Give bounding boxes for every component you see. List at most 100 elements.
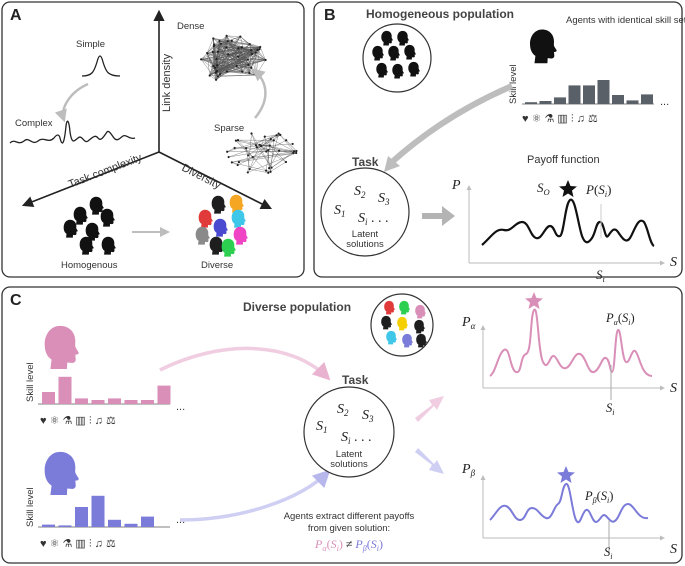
arrow-alpha-to-task <box>159 346 331 381</box>
dense-network-edge <box>217 74 256 77</box>
solution-s1-c: S1 <box>316 419 328 435</box>
payoff-curve-b <box>481 198 655 247</box>
p-beta-si-label: Pβ(Si) <box>584 489 613 505</box>
dense-network <box>200 34 267 81</box>
arrow-task-to-beta <box>415 448 444 474</box>
label-sparse: Sparse <box>214 123 244 134</box>
dense-network-node <box>250 52 254 56</box>
dense-network-edge <box>200 59 217 80</box>
dense-network-node <box>226 40 229 43</box>
dense-network-node <box>240 46 243 49</box>
dense-network-edge <box>217 64 249 77</box>
dense-network-edge <box>201 59 257 76</box>
dense-network-edge <box>206 53 210 76</box>
arrow-task-to-payoff <box>422 206 455 226</box>
dense-network-edge <box>207 38 214 54</box>
sparse-network-node <box>265 150 268 153</box>
dense-network-edge <box>226 35 241 37</box>
dense-network-edge <box>226 36 241 48</box>
dense-network-edge <box>219 50 252 75</box>
skill-bar-b-3 <box>554 97 566 104</box>
axis-task-complexity <box>21 151 160 207</box>
ellipsis-b: ... <box>660 96 669 108</box>
latent-label-b-2: solutions <box>346 239 384 250</box>
skill-bar-b-4 <box>568 85 581 104</box>
dense-network-edge <box>231 40 250 45</box>
dense-network-node <box>225 70 229 73</box>
optimum-star-b <box>559 180 577 197</box>
extract-note-line2: from given solution: <box>308 523 390 534</box>
sparse-network-node <box>255 146 258 149</box>
sparse-network-node <box>268 144 271 147</box>
dense-network-edge <box>213 38 257 76</box>
dense-network-node <box>237 47 240 50</box>
dense-network-node <box>219 42 223 45</box>
dense-network-edge <box>215 65 237 68</box>
latent-label-b-1: Latent <box>352 229 379 240</box>
sparse-network-node <box>236 139 240 142</box>
dense-network-node <box>247 63 250 66</box>
label-homogenous: Homogenous <box>61 260 118 271</box>
sparse-network-edge <box>246 133 279 149</box>
label-diverse: Diverse <box>201 260 233 271</box>
sparse-network <box>226 132 298 174</box>
dense-network-edge <box>213 45 242 48</box>
simple-landscape <box>81 55 121 77</box>
dense-network-node <box>214 66 217 69</box>
sparse-network-edge <box>234 147 297 152</box>
dense-network-node <box>246 58 249 61</box>
dense-network-edge <box>213 53 253 67</box>
skill-bar-b-9 <box>641 94 653 104</box>
dense-network-edge <box>201 53 253 60</box>
dense-network-edge <box>207 35 227 54</box>
dense-network-node <box>230 39 233 42</box>
si-label-b: Si <box>596 267 606 284</box>
dense-network-node <box>227 53 230 56</box>
sparse-network-edge <box>261 140 274 147</box>
optimum-star-beta <box>557 466 575 483</box>
sparse-network-edge <box>261 145 287 163</box>
sparse-network-edge <box>273 140 295 152</box>
label-complex: Complex <box>15 118 53 129</box>
sparse-network-node <box>267 171 270 174</box>
sparse-network-edge <box>264 134 281 137</box>
sparse-network-node <box>233 146 236 150</box>
sparse-network-edge <box>286 140 297 152</box>
sparse-network-node <box>295 149 298 153</box>
solution-si-c: Si . . . <box>341 430 372 446</box>
dense-network-node <box>214 78 218 81</box>
skill-level-label-b: Skill level <box>508 64 519 104</box>
sparse-network-edge <box>228 150 269 158</box>
skill-icons-alpha: ♥ ⚛ ⚗ ▥ ⫶ ♫ ⚖ <box>40 415 116 427</box>
dense-network-node <box>259 45 262 49</box>
sparse-network-edge <box>261 136 265 147</box>
dense-network-edge <box>257 49 266 61</box>
skill-bar-beta-1 <box>42 524 55 527</box>
sparse-network-node <box>246 171 249 174</box>
dense-network-node <box>250 66 253 69</box>
dense-network-edge <box>251 46 261 51</box>
panel-a: A Link density Task complexity Diversity… <box>1 1 305 278</box>
skill-bar-alpha-2 <box>58 376 72 404</box>
sparse-network-node <box>275 134 278 137</box>
dense-network-edge <box>201 59 252 68</box>
dense-network-node <box>212 65 215 68</box>
dense-network-node <box>250 49 253 52</box>
sparse-network-edge <box>268 150 280 169</box>
sparse-network-node <box>272 139 275 142</box>
sparse-network-node <box>254 144 258 147</box>
dense-network-edge <box>248 53 253 65</box>
panel-c-title: Diverse population <box>243 300 351 314</box>
extract-note-line1: Agents extract different payoffs <box>284 511 415 522</box>
dense-network-node <box>264 58 267 62</box>
si-label-alpha: Si <box>606 401 614 417</box>
skill-level-label-alpha: Skill level <box>25 362 36 402</box>
sparse-network-edge <box>259 135 277 145</box>
panel-c: C Diverse population Skill level ... ♥ ⚛… <box>1 286 683 564</box>
arrow-task-to-alpha <box>415 396 444 422</box>
dense-network-edge <box>213 45 253 55</box>
arrow-agent-to-task <box>390 83 514 165</box>
skill-bar-beta-4 <box>91 495 105 527</box>
arrowhead-agent-to-task <box>384 156 400 172</box>
sparse-network-node <box>258 143 261 146</box>
